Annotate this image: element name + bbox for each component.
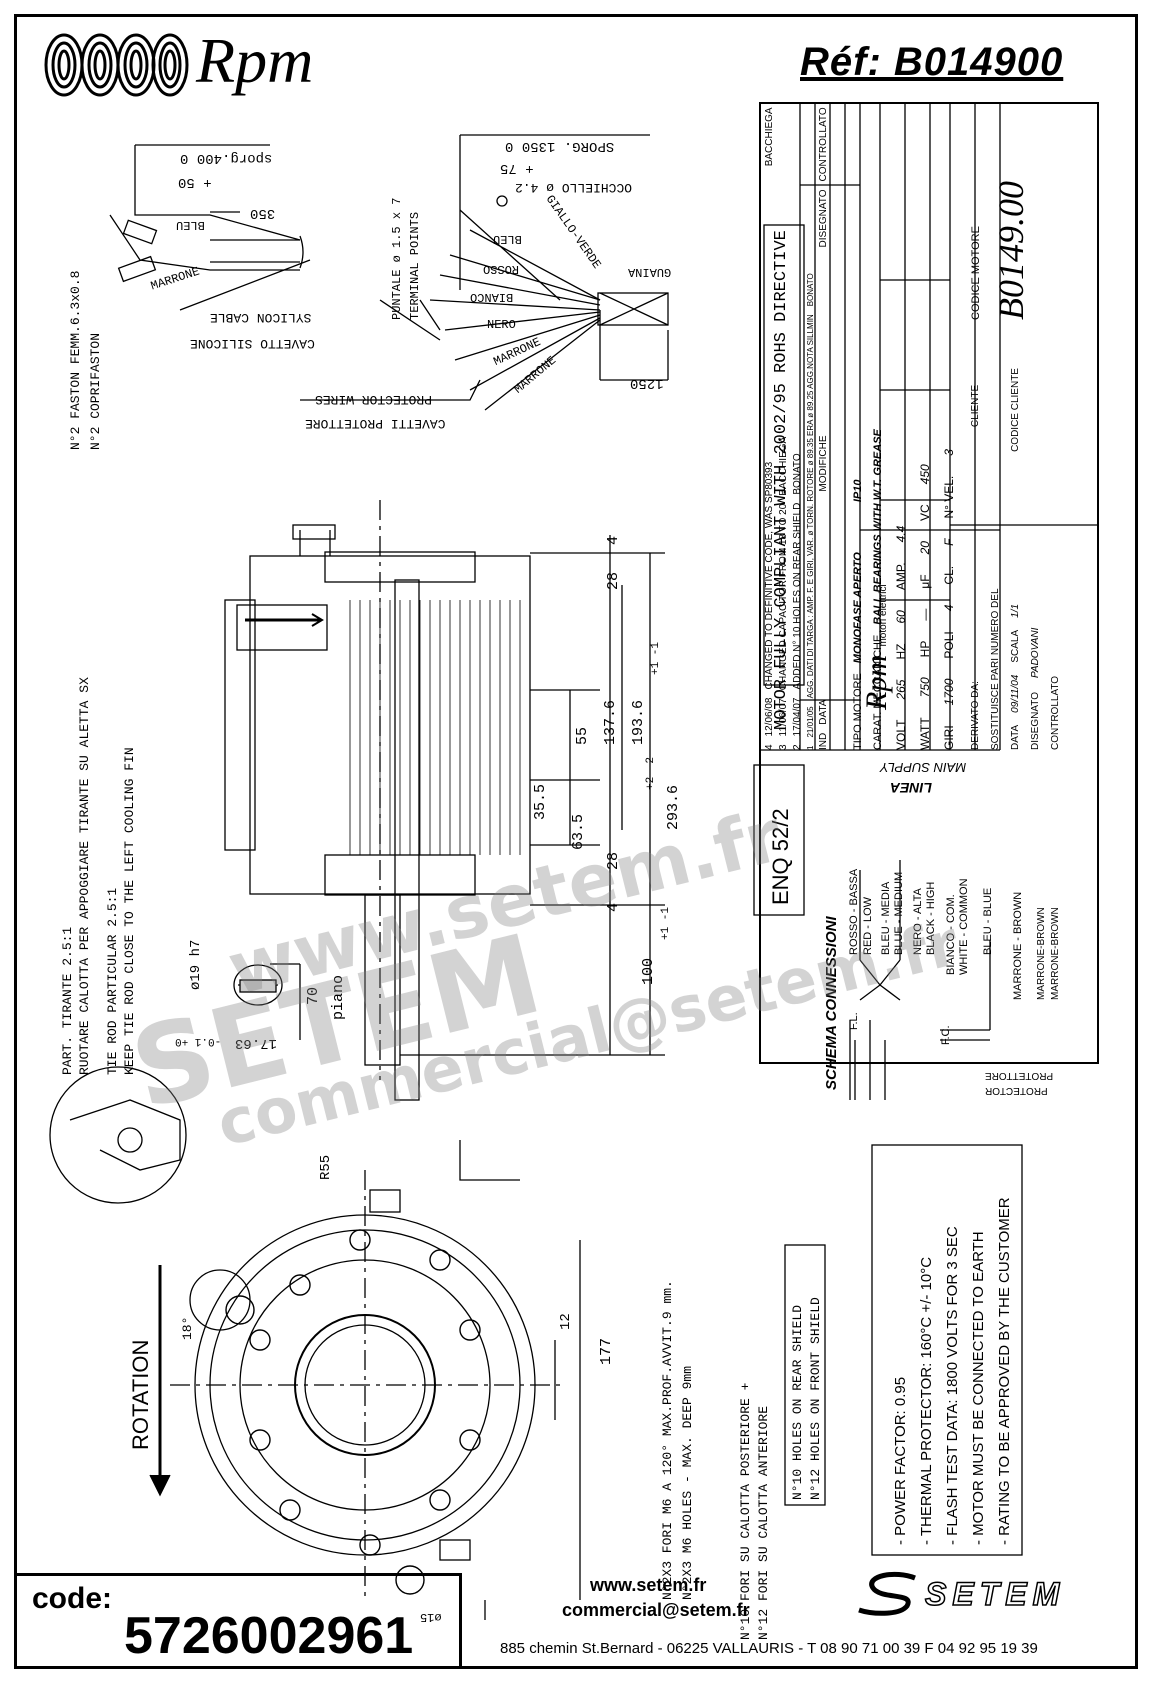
dim-193: 193.6 — [630, 699, 647, 745]
label-bianco: BIANCO — [470, 290, 514, 304]
note-line: - MOTOR MUST BE CONNECTED TO EARTH — [970, 1231, 987, 1545]
dim-193-tol: +1 -1 — [650, 641, 662, 675]
label-nero: NERO — [487, 318, 516, 332]
brand-name: Rpm — [196, 25, 314, 96]
footer-address: 885 chemin St.Bernard - 06225 VALLAURIS … — [500, 1640, 1038, 1657]
label-cavetto-silicone: CAVETTO SILICONE — [190, 336, 315, 351]
title-block: 4 12/06/08 CHANGED TO DEFINITIVE CODE, W… — [760, 105, 1105, 750]
setem-logo: SETEM — [855, 1570, 1105, 1620]
note-line: - FLASH TEST DATA: 1800 VOLTS FOR 3 SEC — [944, 1226, 961, 1545]
note-line: - THERMAL PROTECTOR: 160°C +/- 10°C — [918, 1256, 935, 1545]
schema-fl: F.L. — [848, 1012, 860, 1030]
note-holes-rear: N°10 HOLES ON REAR SHIELD — [790, 1304, 805, 1500]
dim-293-tol: +2 -2 — [645, 756, 657, 790]
schema-linea: LINEA — [890, 780, 932, 796]
label-protector-wires: PROTECTOR WIRES — [315, 392, 433, 407]
notes-block: - POWER FACTOR: 0.95 - THERMAL PROTECTOR… — [888, 1197, 1018, 1545]
disegnato-row: DISEGNATO PADOVANI — [1030, 627, 1041, 750]
label-part-tirante: PART. TIRANTE 2.5:1 — [60, 926, 75, 1075]
dim-100-tol: +1 -1 — [660, 906, 672, 940]
footer-email[interactable]: commercial@setem.fr — [562, 1600, 750, 1620]
wire-label: BLEU - BLUE — [982, 887, 994, 955]
wire-label: MARRONE-BROWN — [1036, 907, 1047, 1000]
label-rotation: ROTATION — [128, 1339, 153, 1450]
note-holes-en: N°2X3 M6 HOLES - MAX. DEEP 9mm — [680, 1365, 695, 1600]
dim-137: 137.6 — [602, 699, 619, 745]
label-occhiello: OCCHIELLO ø 4.2 — [515, 180, 633, 195]
revision-row: 2 17/04/07 ADDED N° 10 HOLES ON REAR SHI… — [792, 453, 803, 750]
dim-4a: 4 — [605, 535, 622, 545]
label-bleu: BLEU — [176, 218, 205, 232]
wire-label: MARRONE - BROWN — [1012, 891, 1024, 1000]
dim-19: ø19 h7 — [188, 939, 204, 990]
revision-table: 4 12/06/08 CHANGED TO DEFINITIVE CODE, W… — [764, 107, 829, 750]
code-label: code: — [32, 1582, 113, 1615]
schema-fc: F.C. — [940, 1025, 952, 1045]
revision-row: 3 11/06/07 CHANGED CAPACITOR FROM 18 TO … — [778, 436, 789, 750]
dim-12: 12 — [558, 1313, 574, 1330]
rpm-logo-coil-icon — [44, 33, 189, 97]
schema-protettore: PROTETTORE — [985, 1070, 1054, 1081]
label-18deg: 18° — [180, 1316, 195, 1340]
dim-28a: 28 — [605, 571, 622, 590]
label-guaina: GUAINA — [628, 265, 672, 279]
label-bleu-2: BLEU — [493, 232, 522, 246]
note-holes-front: N°12 HOLES ON FRONT SHIELD — [808, 1297, 823, 1500]
schema-protector: PROTECTOR — [985, 1085, 1048, 1096]
codice-motore-value: B0149.00 — [991, 181, 1031, 320]
revision-header: IND DATA MODIFICHE DISEGNATO CONTROLLATO — [818, 107, 829, 750]
sporg-right: SPORG. 1350 0 — [505, 138, 615, 154]
codice-motore-label: CODICE MOTORE — [970, 226, 982, 320]
label-r55: R55 — [318, 1154, 334, 1180]
label-ruotare: RUOTARE CALOTTA PER APPOGGIARE TIRANTE S… — [77, 677, 92, 1075]
setem-wordmark: SETEM — [924, 1575, 1066, 1613]
sporg-right-tol: + 75 — [500, 160, 534, 176]
label-cavetti-protettore: CAVETTI PROTETTORE — [305, 416, 446, 431]
note-fori-ant: N°12 FORI SU CALOTTA ANTERIORE — [756, 1405, 771, 1640]
label-sylicon-cable: SYLICON CABLE — [210, 310, 312, 325]
sporg-left-tol: + 50 — [178, 174, 212, 190]
label-faston: N°2 FASTON FEMM.6.3x0.8 — [68, 270, 83, 450]
code-value: 5726002961 — [124, 1607, 414, 1665]
note-line: - POWER FACTOR: 0.95 — [892, 1376, 909, 1545]
sostituisce-row: SOSTITUISCE PARI NUMERO DEL — [990, 588, 1001, 750]
derivato-row: DERIVATO DA: CLIENTE — [970, 384, 981, 750]
code-box: code: 5726002961 — [14, 1573, 462, 1669]
dim-1250: 1250 — [630, 375, 664, 391]
label-terminal-points: TERMINAL POINTS — [408, 211, 422, 320]
revision-row: 1 21/01/05 AGG. DATI DI TARGA : AMP. F. … — [806, 273, 815, 750]
title-block-brand: Rpm motori elettrici — [860, 584, 893, 710]
revision-row: 4 12/06/08 CHANGED TO DEFINITIVE CODE, W… — [764, 107, 775, 750]
rpm-logo: Rpm — [44, 25, 374, 100]
dim-350: 350 — [250, 205, 276, 221]
dim-177: 177 — [598, 1337, 615, 1365]
dim-55: 55 — [574, 726, 591, 745]
footer-website[interactable]: www.setem.fr — [590, 1575, 707, 1595]
label-tie-rod: TIE ROD PARTICULAR 2.5:1 — [105, 887, 120, 1075]
label-coprifaston: N°2 COPRIFASTON — [88, 332, 103, 450]
reference-number: Réf: B014900 — [800, 40, 1064, 84]
data-row: DATA 09/11/04 SCALA 1/1 CODICE CLIENTE — [1010, 368, 1021, 750]
note-holes-it: N°2X3 FORI M6 A 120° MAX.PROF.AVVIT.9 mm… — [660, 1280, 675, 1600]
drawing-frame — [14, 14, 1138, 1669]
wire-label: MARRONE-BROWN — [1050, 907, 1061, 1000]
setem-swirl-icon — [858, 1571, 916, 1616]
note-line: - RATING TO BE APPROVED BY THE CUSTOMER — [996, 1197, 1013, 1545]
controllato-row: CONTROLLATO — [1050, 675, 1061, 750]
dim-35: 35.5 — [532, 783, 549, 820]
schema-main-supply: MAIN SUPPLY — [880, 760, 967, 775]
label-puntale: PUNTALE ø 1.5 x 7 — [390, 197, 404, 320]
label-rosso: ROSSO — [483, 262, 520, 276]
sporg-left: sporg.400 0 — [180, 150, 273, 166]
